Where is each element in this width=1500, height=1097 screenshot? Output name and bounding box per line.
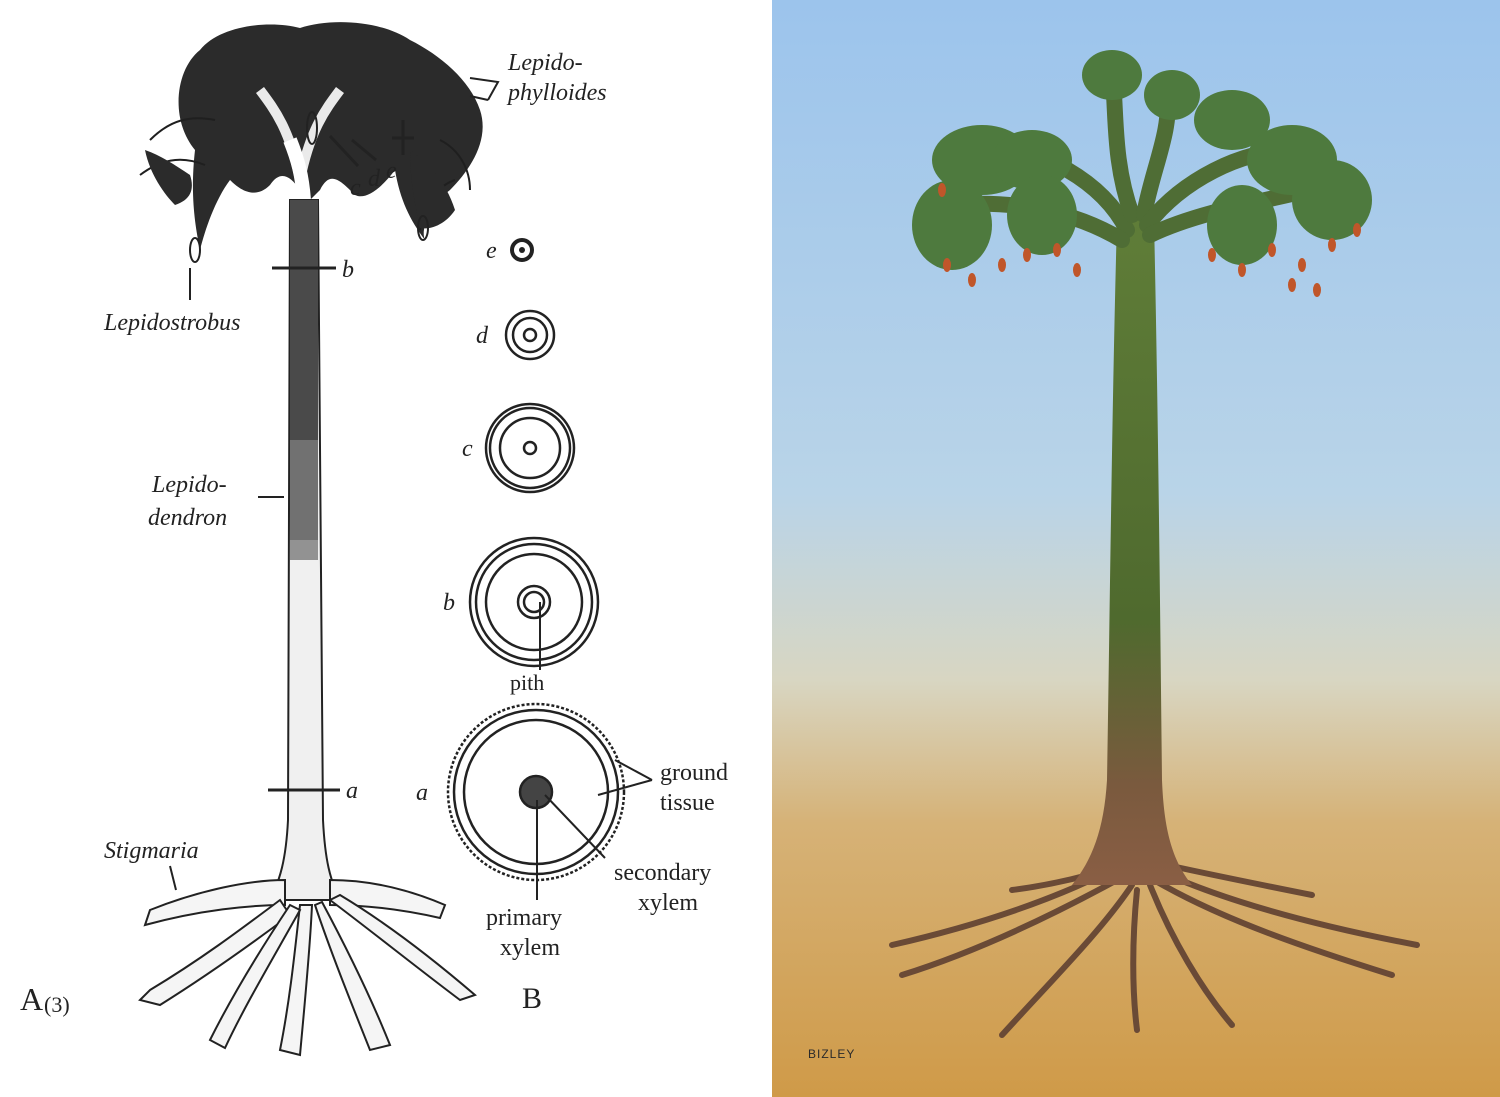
lepidodendron-painting: BIZLEY	[772, 0, 1500, 1097]
label-stigmaria: Stigmaria	[104, 838, 199, 864]
painting-svg: BIZLEY	[772, 0, 1500, 1097]
label-lepidostrobus: Lepidostrobus	[103, 310, 240, 336]
section-a-pointers	[536, 759, 653, 900]
painting-foliage	[912, 50, 1372, 270]
section-label-d: d	[476, 323, 489, 349]
artist-signature: BIZLEY	[808, 1047, 855, 1061]
label-ground-tissue-2: tissue	[660, 790, 715, 816]
marker-a: a	[346, 778, 358, 804]
lepidodendron-diagram: b a c d e Lepido- phylloides Lepidostrob…	[20, 22, 728, 1057]
marker-d: d	[368, 166, 381, 192]
section-markers	[268, 120, 414, 792]
lepidophylloides-bracket	[469, 77, 500, 101]
marker-line-c	[328, 134, 360, 168]
cross-section-b	[468, 536, 600, 668]
label-secondary-xylem-1: secondary	[614, 860, 711, 886]
section-label-c: c	[462, 436, 473, 462]
label-lepidodendron-1: Lepido-	[151, 472, 227, 498]
label-pith: pith	[510, 670, 544, 695]
label-lepidophylloides-2: phylloides	[506, 80, 607, 106]
marker-e: e	[386, 158, 397, 184]
label-lepidophylloides-1: Lepido-	[507, 50, 583, 76]
label-primary-xylem-1: primary	[486, 905, 562, 931]
section-label-b: b	[443, 590, 455, 616]
diagram-svg: b a c d e Lepido- phylloides Lepidostrob…	[20, 22, 728, 1057]
painting-trunk	[1072, 220, 1192, 885]
marker-line-d	[351, 138, 377, 162]
section-label-a: a	[416, 780, 428, 806]
cross-section-e	[510, 238, 534, 262]
marker-b: b	[342, 257, 354, 283]
label-lepidodendron-2: dendron	[148, 505, 227, 531]
label-secondary-xylem-2: xylem	[638, 890, 698, 916]
tree-trunk	[268, 199, 342, 901]
label-ground-tissue-1: ground	[660, 760, 728, 786]
cross-section-d	[504, 309, 556, 361]
panel-label-a-scale: (3)	[44, 992, 70, 1017]
panel-label-b: B	[522, 982, 542, 1015]
panel-label-a: A	[20, 981, 43, 1017]
stigmaria-roots	[138, 878, 477, 1057]
marker-c: c	[350, 175, 361, 201]
section-label-e: e	[486, 238, 497, 264]
stigmaria-arrow	[169, 865, 177, 891]
label-primary-xylem-2: xylem	[500, 935, 560, 961]
cross-section-c	[484, 402, 576, 494]
painting-cones	[938, 183, 1361, 297]
